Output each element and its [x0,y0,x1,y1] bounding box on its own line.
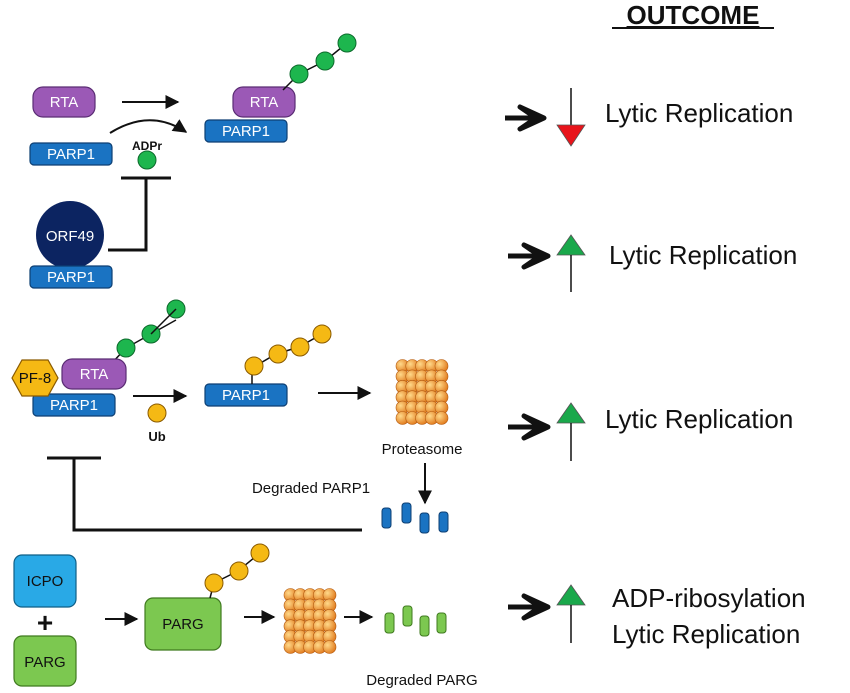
adpr-bead [137,150,157,170]
parp1-label-row3-mid: PARP1 [222,387,270,404]
outcome-2-up-triangle-icon [556,234,586,256]
row4: ICPO + PARG PARG Degraded PARG [13,543,478,689]
pf8-label: PF-8 [19,370,52,387]
row3: RTA PARP1 PF-8 Ub PARP1 Proteasome Degra… [11,299,463,534]
proteasome-row4 [283,588,337,654]
outcome-3: Lytic Replication [508,402,793,461]
prot2-subunit [322,640,337,654]
rta-box-right [232,86,296,118]
row3-adpr-link [150,308,177,335]
rta-label-right: RTA [250,94,279,111]
outcome-2-text: Lytic Replication [609,240,797,270]
ub-chain-bead-2 [268,344,288,364]
parp1-label-right: PARP1 [222,123,270,140]
outcome-1: Lytic Replication [505,88,793,147]
rta-box-left [32,86,96,118]
parp1-box-right [204,119,288,143]
ub-chain-bead-3 [290,337,310,357]
icpo-label: ICPO [27,573,64,590]
adpr-chain-bead-3 [337,33,357,53]
outcome-4: ADP-ribosylation Lytic Replication [508,583,806,649]
rta-label-left: RTA [50,94,79,111]
parg-ub-bead-1 [204,573,224,593]
ub-chain-link [251,333,323,384]
parp1-label-row2: PARP1 [47,269,95,286]
parp1-label-left: PARP1 [47,146,95,163]
outcome-4-up-triangle-icon [556,584,586,606]
parg-label-left: PARG [24,654,65,671]
rta-box-row3 [61,358,127,390]
parg-box-left [13,635,77,687]
degraded-parp1-label: Degraded PARP1 [252,480,370,497]
parp1-fragment-2 [401,502,412,524]
adpr-chain-row3 [110,319,177,365]
parp1-box-row3-left [32,393,116,417]
outcome-2-arrow-icon [508,242,551,270]
outcome-4-text-1: ADP-ribosylation [612,583,806,613]
degraded-parg-label: Degraded PARG [366,672,477,689]
inhibition-line-row2 [108,178,148,252]
plus-sign: + [37,607,53,638]
orf49-label: ORF49 [46,228,94,245]
degraded-parg-fragments [384,605,447,637]
parg-fragment-1 [384,612,395,634]
parp1-box-row2 [29,265,113,289]
ub-chain-bead-1 [244,356,264,376]
ub-label: Ub [148,429,165,444]
parg-ub-bead-3 [250,543,270,563]
parp1-label-row3-left: PARP1 [50,397,98,414]
icpo-box [13,554,77,608]
parg-fragment-2 [402,605,413,627]
inhibition-line-row3 [72,458,362,532]
row2: ORF49 PARP1 [29,176,171,289]
outcome-3-arrow-icon [508,413,551,441]
parg-fragment-3 [419,615,430,637]
outcome-3-text: Lytic Replication [605,404,793,434]
parg-box-mid [144,597,222,651]
parg-fragment-4 [436,612,447,634]
adpr-chain-bead-2 [315,51,335,71]
adpr-chain-bead-1 [289,64,309,84]
ub-chain-bead-4 [312,324,332,344]
outcome-1-text: Lytic Replication [605,98,793,128]
outcome-4-arrow-icon [508,593,551,621]
proteasome-label: Proteasome [382,441,463,458]
arrow-adpr-curve [109,119,188,134]
parp1-fragment-3 [419,512,430,534]
parg-label-mid: PARG [162,616,203,633]
outcome-column: Lytic Replication Lytic Replication Lyti… [505,88,806,649]
outcome-1-down-triangle-icon [556,124,586,147]
parp1-box-left [29,142,113,166]
row1: RTA PARP1 ADPr RTA PARP1 [29,33,357,170]
outcome-1-arrow-icon [505,104,547,132]
adpr-label: ADPr [132,139,162,153]
adpr-chain-link [282,42,348,91]
row3-adpr-bead-1 [116,338,136,358]
orf49-circle [36,201,104,269]
pf8-hexagon [11,359,59,397]
rta-label-row3: RTA [80,366,109,383]
degraded-parp1-fragments [381,502,449,534]
parp1-box-row3-mid [204,383,288,407]
parp1-fragment-4 [438,511,449,533]
parg-ub-bead-2 [229,561,249,581]
outcome-header: OUTCOME [627,0,760,30]
outcome-2: Lytic Replication [508,234,797,292]
proteasome-row3 [395,359,449,425]
prot1-subunit [434,411,449,425]
parp1-fragment-1 [381,507,392,529]
ub-bead [147,403,167,423]
outcome-4-text-2: Lytic Replication [612,619,800,649]
outcome-3-up-triangle-icon [556,402,586,424]
